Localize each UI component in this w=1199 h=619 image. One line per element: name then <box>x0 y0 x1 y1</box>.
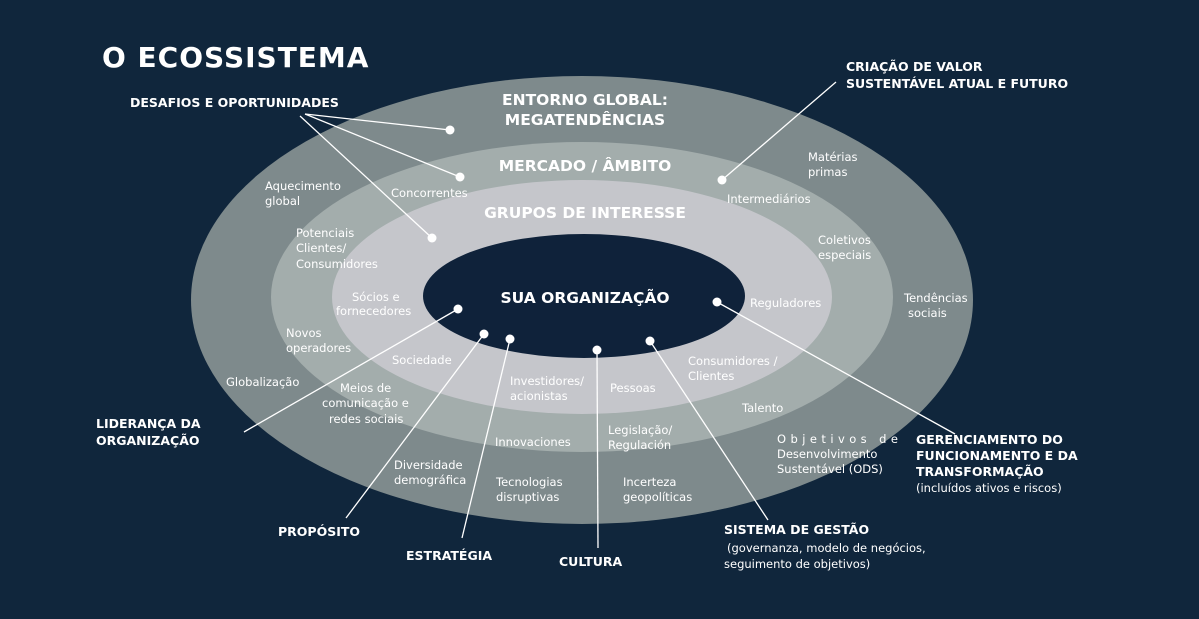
dot-desafios-global <box>445 125 455 135</box>
callout-sistema: SISTEMA DE GESTÃO <box>724 522 869 537</box>
item-concorrentes: Concorrentes <box>391 186 468 200</box>
item-talento: Talento <box>741 401 783 415</box>
item-ods-line1: Objetivos de <box>777 432 898 446</box>
item-pessoas: Pessoas <box>610 381 656 395</box>
dot-lideranca <box>453 304 463 314</box>
item-potenciais-line1: Potenciais <box>296 226 354 240</box>
connector-gerenciamento <box>716 301 956 435</box>
callout-sistema-sub-line2: seguimento de objetivos) <box>724 557 870 571</box>
dot-gerenciamento <box>712 297 722 307</box>
connector-lideranca <box>243 308 459 433</box>
callout-lideranca-line1: LIDERANÇA DA <box>96 416 201 431</box>
item-meios-line3: redes sociais <box>329 412 403 426</box>
connector-criacao <box>721 81 837 181</box>
item-potenciais-line2: Clientes/ <box>296 241 346 255</box>
item-consumidores-line1: Consumidores / <box>688 354 778 368</box>
item-coletivos-line1: Coletivos <box>818 233 871 247</box>
callout-estrategia: ESTRATÉGIA <box>406 548 492 563</box>
callout-proposito: PROPÓSITO <box>278 524 360 539</box>
item-potenciais-line3: Consumidores <box>296 257 378 271</box>
dot-desafios-market <box>455 172 465 182</box>
dot-cultura <box>592 345 602 355</box>
callout-desafios: DESAFIOS E OPORTUNIDADES <box>130 95 339 110</box>
item-materias-line1: Matérias <box>808 150 858 164</box>
page-title: O ECOSSISTEMA <box>102 41 369 74</box>
dot-proposito <box>479 329 489 339</box>
item-intermediarios: Intermediários <box>727 192 811 206</box>
item-incerteza-line1: Incerteza <box>623 475 676 489</box>
ring-global-title-line2: MEGATENDÊNCIAS <box>505 110 665 129</box>
connector-estrategia <box>461 338 511 539</box>
item-legislacao-line2: Regulación <box>608 438 671 452</box>
item-materias-line2: primas <box>808 165 847 179</box>
callout-gerenciamento-line1: GERENCIAMENTO DO <box>916 432 1063 447</box>
item-ods-line2: Desenvolvimento <box>777 447 877 461</box>
callout-criacao-line2: SUSTENTÁVEL ATUAL E FUTURO <box>846 76 1068 91</box>
connector-sistema <box>649 340 769 521</box>
ring-organization <box>423 234 745 358</box>
callout-gerenciamento-sub: (incluídos ativos e riscos) <box>916 481 1062 495</box>
ring-stakeholders-title: GRUPOS DE INTERESSE <box>484 204 686 222</box>
item-tendencias-line1: Tendências <box>903 291 968 305</box>
callout-sistema-sub-line1: (governanza, modelo de negócios, <box>727 541 926 555</box>
item-investidores-line1: Investidores/ <box>510 374 584 388</box>
ring-global-title-line1: ENTORNO GLOBAL: <box>502 91 668 109</box>
item-socios-line1: Sócios e <box>352 290 400 304</box>
item-reguladores: Reguladores <box>750 296 821 310</box>
callout-lideranca-line2: ORGANIZAÇÃO <box>96 433 200 448</box>
callout-gerenciamento-line2: FUNCIONAMENTO E DA <box>916 448 1078 463</box>
connector-desafios-global <box>304 113 451 131</box>
item-tecnologias-line1: Tecnologias <box>495 475 563 489</box>
item-diversidade-line1: Diversidade <box>394 458 463 472</box>
ring-market-title: MERCADO / ÂMBITO <box>499 156 672 175</box>
item-globalizacao: Globalização <box>226 375 299 389</box>
connector-desafios-market <box>304 113 461 178</box>
connector-dots <box>427 125 727 355</box>
item-aquecimento-line2: global <box>265 194 300 208</box>
item-innovaciones: Innovaciones <box>495 435 571 449</box>
dot-sistema <box>645 336 655 346</box>
item-diversidade-line2: demográfica <box>394 473 466 487</box>
item-investidores-line2: acionistas <box>510 389 568 403</box>
item-sociedade: Sociedade <box>392 353 452 367</box>
connector-lines <box>243 81 956 549</box>
item-novos-line1: Novos <box>286 326 321 340</box>
item-incerteza-line2: geopolíticas <box>623 490 692 504</box>
item-socios-line2: fornecedores <box>336 304 411 318</box>
connector-proposito <box>345 333 485 519</box>
dot-desafios-stakeholders <box>427 233 437 243</box>
item-tecnologias-line2: disruptivas <box>496 490 559 504</box>
ring-organization-title: SUA ORGANIZAÇÃO <box>500 288 669 307</box>
item-aquecimento-line1: Aquecimento <box>265 179 341 193</box>
connector-desafios-stakeholders <box>299 115 433 239</box>
callout-criacao-line1: CRIAÇÃO DE VALOR <box>846 59 983 74</box>
item-meios-line1: Meios de <box>340 381 391 395</box>
dot-criacao <box>717 175 727 185</box>
item-legislacao-line1: Legislação/ <box>608 423 672 437</box>
callout-gerenciamento-line3: TRANSFORMAÇÃO <box>916 464 1044 479</box>
item-ods-line3: Sustentável (ODS) <box>777 462 883 476</box>
connector-cultura <box>596 349 599 549</box>
item-meios-line2: comunicação e <box>322 396 409 410</box>
dot-estrategia <box>505 334 515 344</box>
callout-cultura: CULTURA <box>559 554 623 569</box>
item-novos-line2: operadores <box>286 341 351 355</box>
item-tendencias-line2: sociais <box>908 306 947 320</box>
item-coletivos-line2: especiais <box>818 248 871 262</box>
item-consumidores-line2: Clientes <box>688 369 734 383</box>
